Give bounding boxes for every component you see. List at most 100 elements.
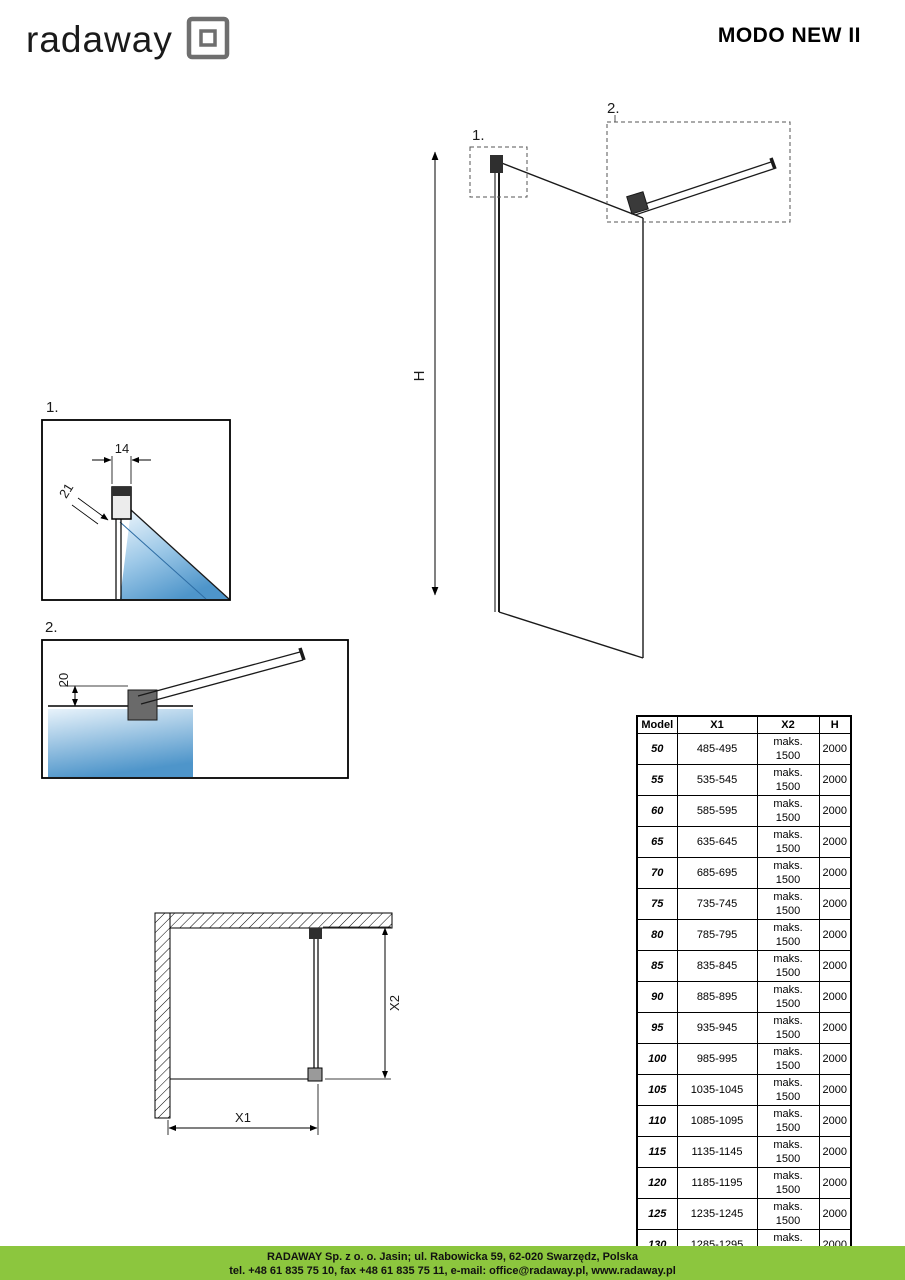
walls-hatched (154, 912, 393, 1119)
dim-21-label: 21 (56, 481, 76, 501)
table-cell: 90 (636, 981, 678, 1013)
table-cell: maks. 1500 (756, 1167, 820, 1199)
table-cell: 1035-1045 (676, 1074, 758, 1106)
table-cell: 75 (636, 888, 678, 920)
table-cell: 2000 (818, 1105, 852, 1137)
table-cell: maks. 1500 (756, 733, 820, 765)
table-cell: 100 (636, 1043, 678, 1075)
table-cell: 2000 (818, 857, 852, 889)
table-cell: 2000 (818, 1198, 852, 1230)
table-cell: 2000 (818, 950, 852, 982)
table-header-cell: H (818, 715, 852, 734)
end-profile-plan (307, 1067, 323, 1082)
footer-address: RADAWAY Sp. z o. o. Jasin; ul. Rabowicka… (266, 1251, 639, 1263)
table-cell: 585-595 (676, 795, 758, 827)
table-cell: 2000 (818, 1012, 852, 1044)
table-cell: 105 (636, 1074, 678, 1106)
detail-1-drawing: 1. 14 21 (41, 399, 231, 601)
table-header-cell: Model (636, 715, 678, 734)
table-cell: maks. 1500 (756, 950, 820, 982)
table-cell: 2000 (818, 826, 852, 858)
bar-bracket (626, 191, 649, 215)
table-cell: 50 (636, 733, 678, 765)
table-cell: 115 (636, 1136, 678, 1168)
table-cell: 80 (636, 919, 678, 951)
dim-x2-label: X2 (387, 995, 402, 1011)
table-cell: 2000 (818, 733, 852, 765)
table-cell: 70 (636, 857, 678, 889)
table-cell: maks. 1500 (756, 1136, 820, 1168)
dim-h-label: H (411, 371, 428, 382)
table-cell: 125 (636, 1198, 678, 1230)
table-cell: maks. 1500 (756, 1043, 820, 1075)
table-cell: maks. 1500 (756, 1074, 820, 1106)
dimension-x2: X2 (323, 926, 402, 1080)
dimension-14: 14 (92, 441, 151, 484)
table-cell: 985-995 (676, 1043, 758, 1075)
bar-assembly (127, 647, 306, 721)
glass-section (48, 705, 193, 777)
wall-bracket-plan (309, 928, 322, 939)
detail-2-drawing: 2. 20 (41, 619, 349, 779)
table-cell: 2000 (818, 1167, 852, 1199)
table-cell: 65 (636, 826, 678, 858)
table-cell: 785-795 (676, 919, 758, 951)
table-cell: 885-895 (676, 981, 758, 1013)
table-cell: 635-645 (676, 826, 758, 858)
radaway-logo: radaway (26, 16, 230, 60)
table-cell: 935-945 (676, 1012, 758, 1044)
detail-1-label: 1. (46, 399, 59, 416)
table-cell: 95 (636, 1012, 678, 1044)
glass-pane-detail (115, 509, 230, 600)
detail-2-label: 2. (45, 619, 58, 636)
table-cell: 120 (636, 1167, 678, 1199)
dim-14-label: 14 (115, 441, 129, 456)
dimension-20: 20 (56, 673, 128, 707)
table-cell: maks. 1500 (756, 981, 820, 1013)
plan-view-drawing: X2 X1 (154, 912, 402, 1135)
table-header-cell: X1 (676, 715, 758, 734)
dim-20-label: 20 (56, 673, 71, 687)
detail-2-callout (606, 121, 791, 223)
table-cell: 685-695 (676, 857, 758, 889)
logo-square-icon (186, 16, 230, 60)
table-cell: maks. 1500 (756, 795, 820, 827)
table-cell: 2000 (818, 1136, 852, 1168)
table-cell: 2000 (818, 795, 852, 827)
table-cell: 2000 (818, 981, 852, 1013)
glass-plan (170, 928, 323, 1082)
table-cell: 2000 (818, 888, 852, 920)
table-cell: 60 (636, 795, 678, 827)
glass-panel (494, 160, 644, 659)
table-cell: 2000 (818, 1074, 852, 1106)
table-cell: 835-845 (676, 950, 758, 982)
table-cell: 55 (636, 764, 678, 796)
dim-x1-label: X1 (235, 1110, 251, 1125)
table-cell: 735-745 (676, 888, 758, 920)
table-cell: maks. 1500 (756, 857, 820, 889)
table-cell: 1235-1245 (676, 1198, 758, 1230)
footer-contact: tel. +48 61 835 75 10, fax +48 61 835 75… (229, 1265, 676, 1277)
callout-1-label: 1. (472, 127, 485, 144)
profile-section (111, 486, 132, 520)
table-cell: 85 (636, 950, 678, 982)
table-cell: maks. 1500 (756, 1105, 820, 1137)
main-drawing: H 1. 2. (411, 100, 791, 659)
table-cell: maks. 1500 (756, 764, 820, 796)
table-cell: maks. 1500 (756, 1012, 820, 1044)
table-cell: maks. 1500 (756, 1198, 820, 1230)
table-cell: 2000 (818, 1043, 852, 1075)
